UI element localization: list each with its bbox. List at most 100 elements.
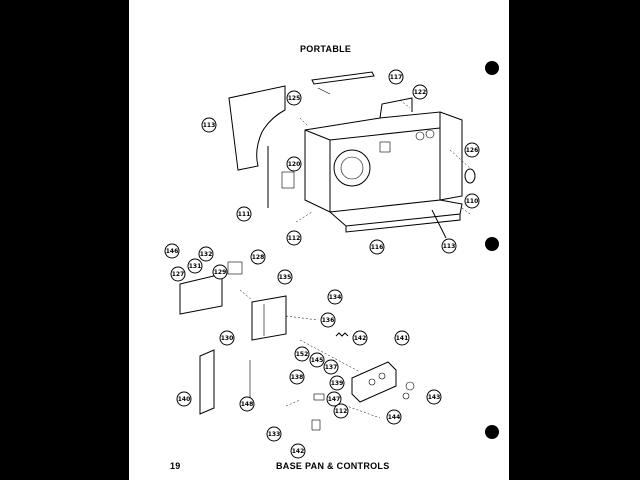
svg-text:132: 132 — [200, 251, 213, 258]
ring-washer-small — [402, 392, 410, 400]
trim-clip — [317, 87, 331, 95]
svg-text:112: 112 — [335, 408, 348, 415]
base-pan-controls-assembly — [179, 261, 415, 431]
svg-text:113: 113 — [443, 243, 456, 250]
callout-120: 120 — [286, 156, 302, 172]
cabinet-housing — [304, 111, 441, 213]
svg-text:116: 116 — [371, 244, 384, 251]
callout-128: 128 — [250, 249, 266, 265]
callout-138: 138 — [289, 369, 305, 385]
leader — [285, 315, 319, 321]
page-number: 19 — [170, 461, 181, 471]
section-title: BASE PAN & CONTROLS — [276, 461, 390, 471]
callout-130: 130 — [219, 330, 235, 346]
blower-hub — [340, 156, 364, 180]
svg-text:135: 135 — [279, 274, 292, 281]
svg-text:137: 137 — [325, 364, 338, 371]
control-knob — [464, 168, 476, 184]
svg-text:117: 117 — [390, 74, 403, 81]
page-title: PORTABLE — [300, 44, 351, 54]
callout-144: 144 — [386, 409, 402, 425]
callout-127: 127 — [170, 266, 186, 282]
side-panel — [228, 85, 286, 171]
callout-136: 136 — [320, 312, 336, 328]
trim-strip — [311, 71, 375, 85]
svg-text:130: 130 — [221, 335, 234, 342]
svg-text:128: 128 — [252, 254, 265, 261]
callout-134: 134 — [327, 289, 343, 305]
control-box — [251, 295, 287, 341]
svg-text:131: 131 — [189, 263, 202, 270]
svg-text:113: 113 — [203, 122, 216, 129]
svg-text:146: 146 — [166, 248, 179, 255]
callout-110: 110 — [464, 193, 480, 209]
callout-143: 143 — [426, 389, 442, 405]
svg-text:129: 129 — [214, 269, 227, 276]
cabinet-top-edge — [329, 127, 441, 141]
switch-terminal-1 — [368, 378, 376, 386]
callout-111: 111 — [236, 206, 252, 222]
leader — [295, 211, 313, 223]
callout-147: 147 — [326, 391, 342, 407]
callout-132: 132 — [198, 246, 214, 262]
leader — [299, 339, 361, 373]
leader — [239, 289, 253, 301]
callout-145: 145 — [309, 352, 325, 368]
svg-text:138: 138 — [291, 374, 304, 381]
svg-text:133: 133 — [268, 431, 281, 438]
svg-text:120: 120 — [288, 161, 301, 168]
callout-140: 140 — [176, 391, 192, 407]
mount-bolt — [431, 209, 447, 239]
leader — [299, 117, 309, 127]
switch-terminal-2 — [378, 372, 386, 380]
callout-129: 129 — [212, 264, 228, 280]
callout-137: 137 — [323, 359, 339, 375]
callout-112: 112 — [286, 230, 302, 246]
cabinet-hole-1 — [415, 131, 425, 141]
svg-text:136: 136 — [322, 317, 335, 324]
callout-116: 116 — [369, 239, 385, 255]
svg-text:144: 144 — [388, 414, 401, 421]
svg-text:145: 145 — [311, 357, 324, 364]
callout-113: 113 — [201, 117, 217, 133]
svg-text:147: 147 — [328, 396, 341, 403]
callout-148: 148 — [239, 396, 255, 412]
leader — [449, 149, 471, 169]
svg-text:141: 141 — [396, 335, 409, 342]
leader — [399, 99, 411, 109]
callout-146: 146 — [164, 243, 180, 259]
control-panel — [199, 349, 215, 415]
leader — [285, 399, 301, 407]
svg-text:110: 110 — [466, 198, 479, 205]
cabinet-top-lip — [379, 97, 413, 119]
callout-142-lower: 142 — [290, 443, 306, 459]
ring-washer — [405, 381, 415, 391]
callout-122: 122 — [412, 84, 428, 100]
svg-text:122: 122 — [414, 89, 427, 96]
callout-113-lower: 113 — [441, 238, 457, 254]
bracket — [281, 171, 295, 189]
svg-text:111: 111 — [238, 211, 251, 218]
portable-cabinet-assembly — [228, 71, 476, 239]
svg-text:152: 152 — [296, 351, 309, 358]
coupling — [311, 419, 321, 431]
part-callouts: 113 117 122 125 126 120 110 111 112 116 … — [164, 69, 480, 459]
callout-139: 139 — [329, 375, 345, 391]
callout-125: 125 — [286, 90, 302, 106]
callout-135: 135 — [277, 269, 293, 285]
svg-text:112: 112 — [288, 235, 301, 242]
blower-ring — [333, 149, 371, 187]
svg-text:143: 143 — [428, 394, 441, 401]
callout-142: 142 — [352, 330, 368, 346]
svg-text:126: 126 — [466, 147, 479, 154]
svg-text:148: 148 — [241, 401, 254, 408]
switch-housing — [351, 361, 397, 403]
callout-126: 126 — [464, 142, 480, 158]
cabinet-front-edge — [304, 129, 331, 212]
svg-text:127: 127 — [172, 271, 185, 278]
callout-152: 152 — [294, 346, 310, 362]
cabinet-hole-2 — [425, 129, 435, 139]
callout-131: 131 — [187, 258, 203, 274]
base-pan-lip — [345, 214, 461, 233]
svg-text:142: 142 — [292, 448, 305, 455]
